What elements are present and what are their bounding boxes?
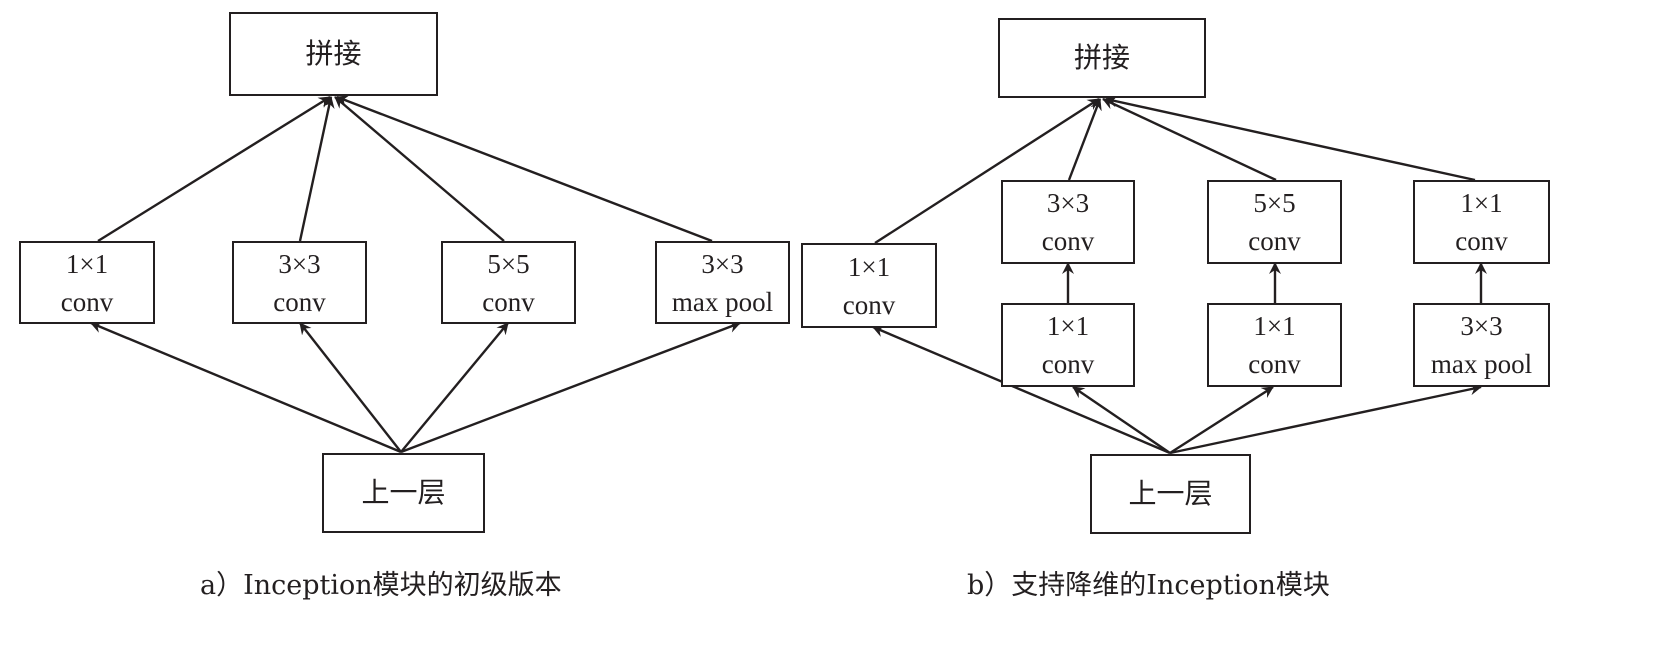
arrow-a-3x3-to-concat <box>298 96 335 242</box>
a-branch-3-line1: 5×5 <box>487 248 530 279</box>
a-branch-3x3-conv-node: 3×3 conv <box>232 241 367 324</box>
a-branch-4-line1: 3×3 <box>701 248 744 279</box>
b-branch-3x3-conv-node: 3×3 conv <box>1001 180 1135 264</box>
b-previous-layer-label: 上一层 <box>1128 477 1213 510</box>
arrow-b-prev-to-reduce3 <box>1072 386 1171 454</box>
a-branch-1-line1: 1×1 <box>65 248 109 279</box>
b-branch-4-bottom-line1: 3×3 <box>1460 311 1503 341</box>
b-branch-3-top-line1: 5×5 <box>1253 188 1296 218</box>
arrow-b-1x1-to-concat <box>874 97 1100 245</box>
b-previous-layer-node: 上一层 <box>1090 454 1251 534</box>
arrow-a-prev-to-1x1 <box>90 321 402 454</box>
b-branch-3-bottom-line1: 1×1 <box>1253 311 1296 341</box>
b-branch-4-top-line1: 1×1 <box>1460 188 1503 218</box>
arrow-a-prev-to-3x3 <box>299 322 402 453</box>
b-branch-1-line2: conv <box>842 289 896 320</box>
a-branch-5x5-conv-node: 5×5 conv <box>441 241 576 324</box>
a-branch-2-line2: conv <box>273 286 326 317</box>
a-branch-4-line2: max pool <box>671 286 774 317</box>
b-caption: b）支持降维的Inception模块 <box>967 570 1330 601</box>
b-branch-2-top-line2: conv <box>1041 226 1095 256</box>
arrow-a-1x1-to-concat <box>97 95 331 243</box>
arrow-a-5x5-to-concat <box>334 96 505 242</box>
b-branch-3-bottom-line2: conv <box>1248 349 1301 379</box>
a-caption: a）Inception模块的初级版本 <box>200 570 562 601</box>
b-branch-3-top-line2: conv <box>1248 226 1301 256</box>
b-branch-3x3-reduce-node: 1×1 conv <box>1001 303 1135 387</box>
b-concat-node: 拼接 <box>998 18 1206 98</box>
b-branch-2-bottom-line1: 1×1 <box>1046 311 1090 341</box>
a-branch-1x1-conv-node: 1×1 conv <box>19 241 155 324</box>
a-branch-max-pool-node: 3×3 max pool <box>655 241 790 324</box>
arrow-a-prev-to-5x5 <box>400 322 509 453</box>
a-branch-1-line2: conv <box>60 286 114 317</box>
a-branch-2-line1: 3×3 <box>278 248 321 279</box>
b-branch-pool-proj-node: 1×1 conv <box>1413 180 1550 264</box>
b-branch-5x5-reduce-node: 1×1 conv <box>1207 303 1342 387</box>
arrow-b-5x5-to-concat <box>1102 97 1277 182</box>
b-branch-2-top-line1: 3×3 <box>1046 188 1090 218</box>
a-previous-layer-label: 上一层 <box>361 476 446 509</box>
a-previous-layer-node: 上一层 <box>322 453 485 533</box>
b-branch-4-top-line2: conv <box>1455 226 1508 256</box>
a-concat-label: 拼接 <box>305 37 362 70</box>
arrow-a-prev-to-pool <box>400 321 741 454</box>
b-branch-1-line1: 1×1 <box>847 251 891 282</box>
arrow-b-3x3-to-concat <box>1067 98 1102 181</box>
arrow-b-prev-to-1x1 <box>872 325 1171 455</box>
b-branch-2-bottom-line2: conv <box>1041 349 1095 379</box>
arrow-b-prev-to-pool <box>1169 383 1482 455</box>
b-branch-5x5-conv-node: 5×5 conv <box>1207 180 1342 264</box>
a-branch-3-line2: conv <box>482 286 535 317</box>
arrow-a-pool-to-concat <box>336 95 713 243</box>
a-concat-node: 拼接 <box>229 12 438 96</box>
b-branch-1x1-conv-node: 1×1 conv <box>801 243 937 328</box>
b-branch-4-bottom-line2: max pool <box>1430 349 1533 379</box>
b-concat-label: 拼接 <box>1073 41 1130 74</box>
arrow-b-poolproj-to-concat <box>1105 95 1476 182</box>
arrow-b-prev-to-reduce5 <box>1169 385 1274 455</box>
b-branch-max-pool-node: 3×3 max pool <box>1413 303 1550 387</box>
